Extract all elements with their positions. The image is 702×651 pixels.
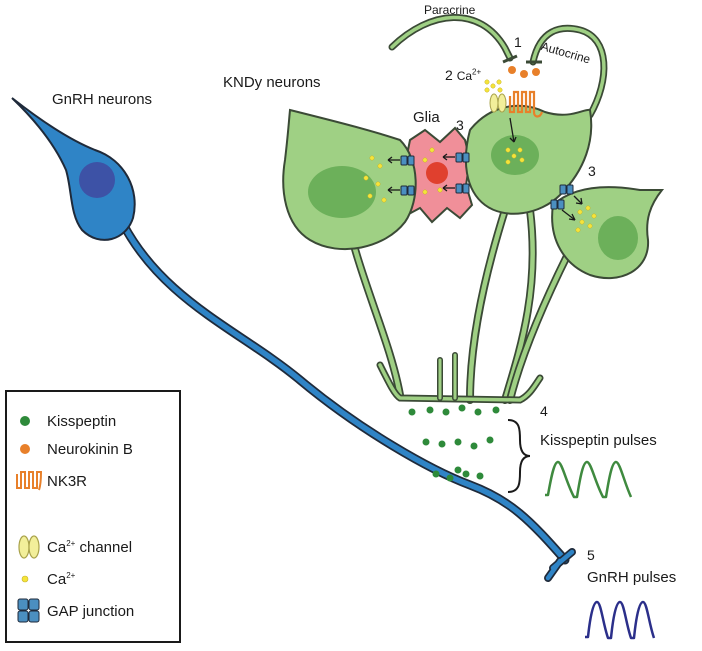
glia-label: Glia [413, 109, 440, 126]
ca-channel-on-neuron [489, 93, 507, 113]
step-3b-label: 3 [588, 163, 596, 179]
ca-channel-icon [15, 532, 43, 562]
gnrh-neurons-label: GnRH neurons [52, 91, 153, 108]
kndy-terminals [376, 352, 544, 404]
gnrh-pulse-wave [585, 600, 656, 640]
calcium-dots [363, 79, 597, 233]
gnrh-nucleus [79, 162, 115, 198]
gap-junction-icon [15, 596, 43, 626]
gap-junctions [400, 152, 574, 210]
calcium-icon [15, 564, 43, 594]
paracrine-fiber [388, 14, 518, 64]
legend-calcium: Ca2+ [15, 564, 75, 594]
step-5-label: 5 [587, 547, 595, 563]
kndy-neurons-label: KNDy neurons [223, 74, 321, 91]
nk3r-icon [15, 466, 43, 496]
glia-nucleus [426, 162, 448, 184]
step-3a-label: 3 [456, 117, 464, 133]
step-1-label: 1 [514, 34, 522, 50]
brace [507, 419, 531, 493]
neurokinin-b-icon [15, 434, 43, 464]
legend-nk3r: NK3R [15, 466, 87, 496]
autocrine-fiber [526, 24, 608, 119]
kisspeptin-pulse-wave [545, 460, 633, 499]
paracrine-label: Paracrine [424, 3, 476, 17]
gnrh-pulses-label: GnRH pulses [587, 569, 677, 586]
kisspeptin-release [408, 404, 500, 482]
gnrh-neuron [11, 97, 576, 582]
kisspeptin-pulses-label: Kisspeptin pulses [540, 432, 657, 449]
neurokinin-b-release [508, 66, 540, 78]
legend-gap-junction: GAP junction [15, 596, 134, 626]
legend: Kisspeptin Neurokinin B NK3R Ca2+ channe… [5, 390, 181, 643]
step-4-label: 4 [540, 403, 548, 419]
nk3r-on-neuron [508, 90, 544, 118]
kndy-neuron-left [282, 108, 417, 399]
legend-neurokinin-b: Neurokinin B [15, 434, 133, 464]
signal-arrows [387, 117, 583, 221]
legend-ca-channel: Ca2+ channel [15, 532, 132, 562]
legend-kisspeptin: Kisspeptin [15, 406, 116, 436]
step-2-label: 2 Ca2+ [445, 67, 482, 83]
kisspeptin-icon [15, 406, 43, 436]
